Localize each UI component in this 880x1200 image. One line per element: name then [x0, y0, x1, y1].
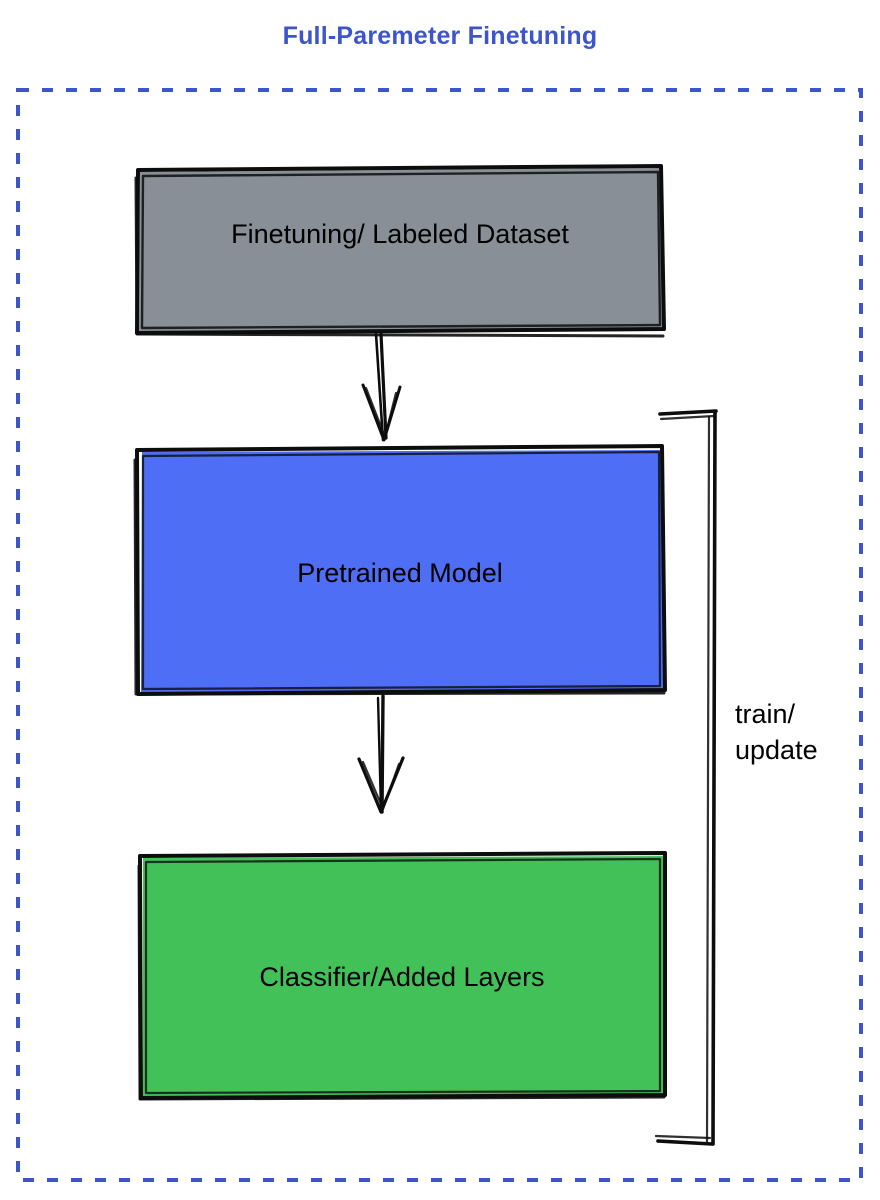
- arrow-shaft-1b: [374, 332, 385, 442]
- arrow-head-1b: [364, 386, 398, 439]
- arrow-head-1: [361, 383, 402, 442]
- loop-vertical-segment-b: [705, 415, 711, 1144]
- node-pretrained-outline-c: [133, 458, 666, 696]
- node-classifier[interactable]: [137, 851, 667, 1101]
- page-title: Full-Paremeter Finetuning: [282, 22, 598, 50]
- edge-dataset-to-pretrained: [361, 332, 402, 442]
- node-pretrained-fill: [141, 450, 663, 693]
- feedback-loop-label: train/ update: [735, 699, 818, 765]
- node-classifier-outline-c: [137, 864, 666, 1101]
- loop-top-segment-b: [659, 414, 716, 421]
- node-dataset-fill: [139, 168, 663, 332]
- arrow-head-2b: [361, 760, 401, 811]
- loop-top-segment: [658, 409, 718, 416]
- node-classifier-fill: [143, 856, 664, 1097]
- node-pretrained-outline-b: [141, 450, 662, 691]
- node-dataset-outline-b: [140, 170, 662, 330]
- node-pretrained-outline-a: [135, 444, 667, 696]
- arrow-shaft-1: [379, 332, 388, 440]
- arrow-shaft-2: [380, 694, 385, 814]
- loop-vertical-segment: [711, 410, 717, 1146]
- loop-bottom-segment-b: [654, 1134, 712, 1140]
- edge-pretrained-to-classifier: [357, 694, 405, 814]
- node-classifier-outline-b: [144, 857, 662, 1095]
- node-dataset-outline-c: [134, 176, 665, 338]
- edge-feedback-loop: [654, 409, 718, 1146]
- loop-bottom-segment: [656, 1139, 714, 1146]
- dashed-container-frame: [16, 88, 863, 1182]
- node-pretrained[interactable]: [133, 444, 667, 696]
- node-dataset[interactable]: [134, 164, 666, 338]
- arrow-shaft-2b: [376, 696, 383, 812]
